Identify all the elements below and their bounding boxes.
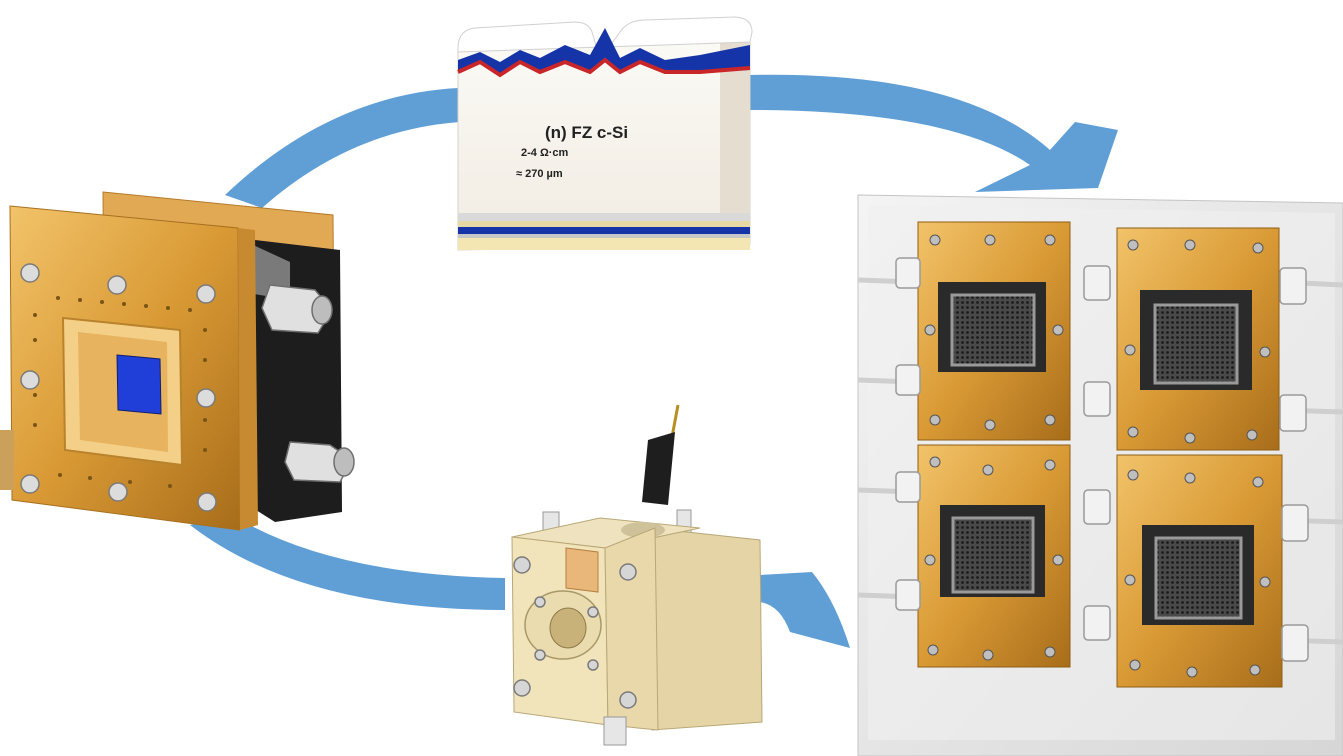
wafer-title: (n) FZ c-Si — [545, 123, 628, 142]
cell-icon — [511, 404, 763, 746]
array-tile-top-right — [1116, 227, 1280, 451]
wafer-thickness: ≈ 270 µm — [516, 168, 563, 180]
array-tile-bottom-right — [1116, 454, 1283, 688]
array-tile-bottom-left — [917, 444, 1071, 668]
wafer-icon: (n) FZ c-Si 2-4 Ω·cm ≈ 270 µm — [457, 16, 753, 251]
cycle-arrow-icon — [190, 74, 1118, 648]
array-icon — [857, 194, 1343, 756]
holder-icon — [0, 191, 355, 531]
wafer-resistivity: 2-4 Ω·cm — [521, 147, 569, 159]
array-tile-top-left — [917, 221, 1071, 441]
